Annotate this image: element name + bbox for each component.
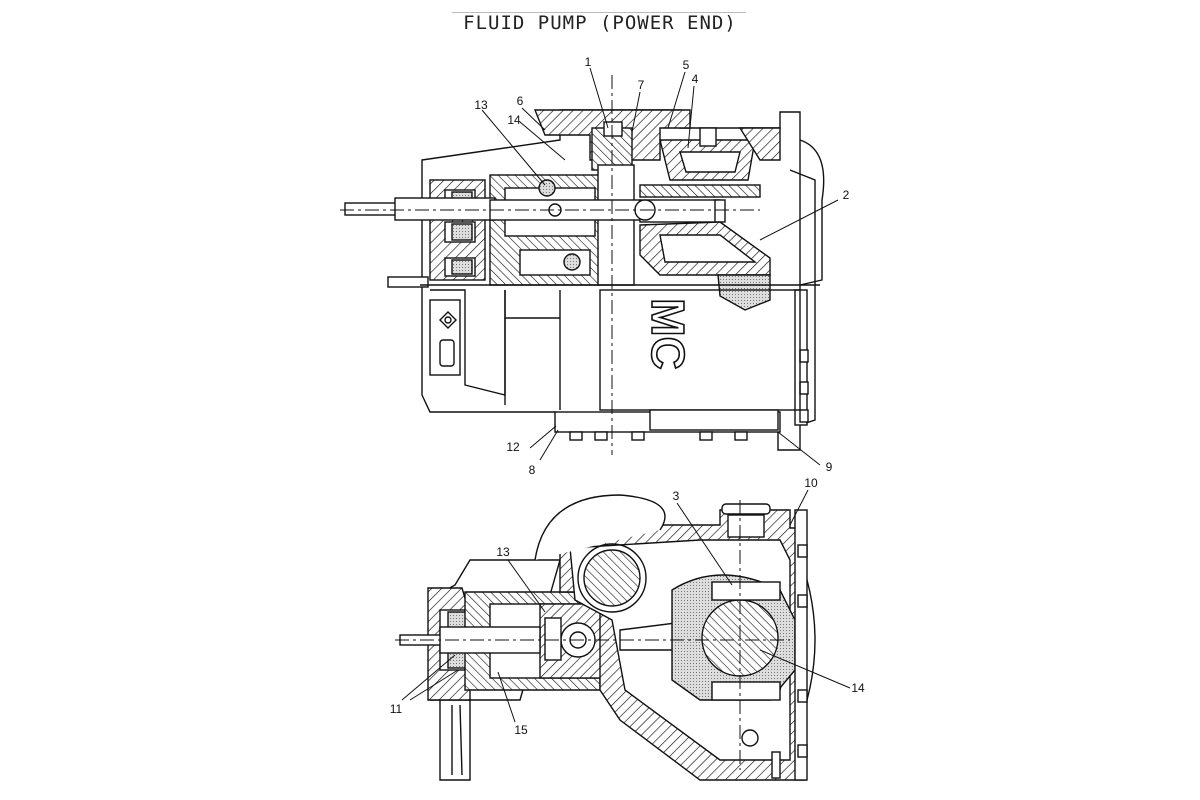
base-bolts — [569, 431, 748, 441]
callout-11: 11 — [390, 702, 403, 716]
callout-1: 1 — [585, 55, 592, 69]
pedestal-ribs — [451, 704, 463, 776]
callout-3: 3 — [673, 489, 680, 503]
callout-15: 15 — [514, 723, 528, 737]
plunger-rods — [344, 197, 726, 288]
breather-plug — [721, 503, 771, 538]
drain-plug — [741, 729, 759, 747]
callout-7: 7 — [638, 78, 645, 92]
rear-boss — [534, 494, 666, 561]
callout-5: 5 — [683, 58, 690, 72]
callout-13-bottom: 13 — [496, 545, 510, 559]
callout-2: 2 — [843, 188, 850, 202]
pinion-shaft — [583, 549, 641, 607]
crank-lobe — [717, 274, 771, 311]
leader-lines — [401, 67, 851, 723]
lower-bolts — [797, 544, 808, 758]
callout-14-top: 14 — [507, 113, 521, 127]
rod-cap-bottom — [711, 681, 781, 701]
crankshaft-column — [597, 164, 635, 286]
callout-8: 8 — [529, 463, 536, 477]
title-rule — [452, 12, 746, 13]
center-lines — [340, 75, 760, 455]
callout-10: 10 — [804, 476, 818, 490]
drawing-title: FLUID PUMP (POWER END) — [463, 12, 737, 34]
callout-labels: 1 2 3 4 5 6 7 8 9 10 11 12 13 13 14 14 1… — [390, 55, 865, 737]
housing-marking: MC — [642, 298, 694, 370]
upper-section-view: MC — [340, 75, 825, 455]
rod-cap-top — [711, 581, 781, 601]
end-cover — [799, 139, 825, 286]
callout-6: 6 — [517, 94, 524, 108]
callout-12: 12 — [506, 440, 520, 454]
flange-bolts — [799, 349, 809, 423]
lower-center-lines — [395, 500, 790, 770]
callout-4: 4 — [692, 72, 699, 86]
callout-9: 9 — [826, 460, 833, 474]
callout-14-bottom: 14 — [851, 681, 865, 695]
lower-section-view — [395, 494, 816, 781]
callout-13-top: 13 — [474, 98, 488, 112]
